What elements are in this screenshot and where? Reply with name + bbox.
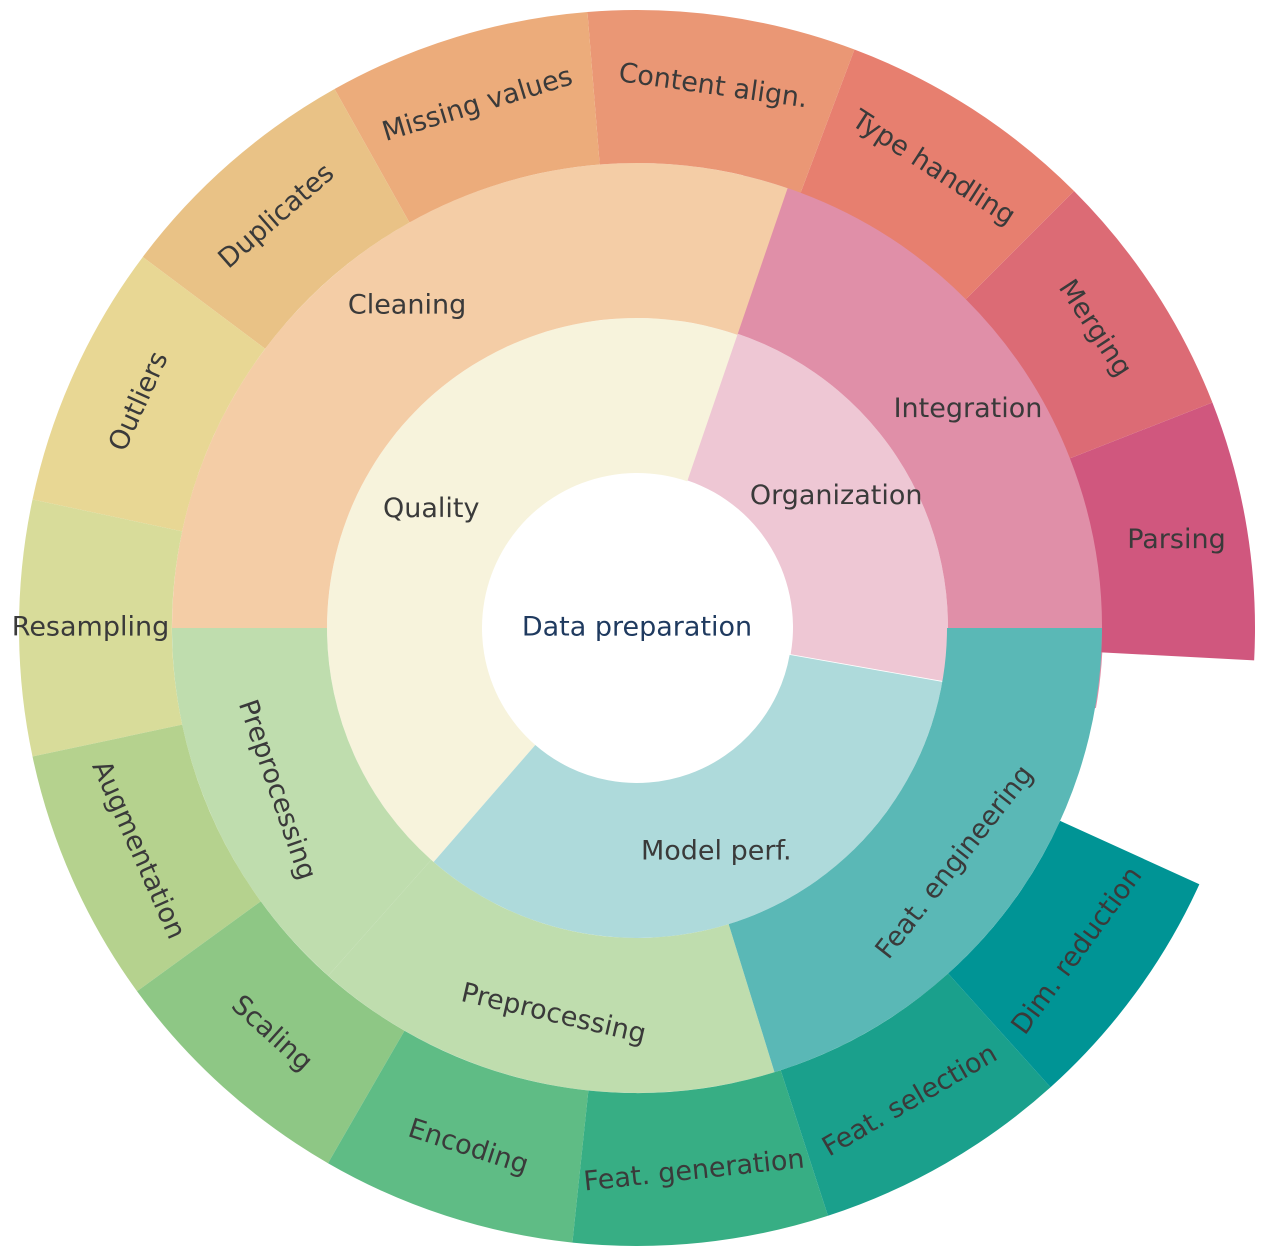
- outer-wedge-merging-1: [965, 191, 1213, 459]
- inner-wedge-model-perf-2: [433, 654, 943, 938]
- outer-wedge-feat-generation-11: [572, 1070, 828, 1246]
- outer-wedge-dim-reduction-13: [948, 820, 1200, 1088]
- middle-wedge-integration-0: [708, 174, 1104, 709]
- outer-wedge-outliers-6: [32, 256, 266, 532]
- outer-wedge-duplicates-5: [142, 89, 410, 349]
- middle-label-cleaning-1: Cleaning: [348, 290, 466, 321]
- outer-label-parsing-0: Parsing: [1127, 524, 1226, 555]
- inner-wedge-quality-1: [327, 318, 738, 862]
- middle-wedge-feat-engineering-4: [728, 628, 1102, 1073]
- outer-wedge-parsing-0: [1069, 402, 1255, 661]
- outer-wedge-content-align-3: [587, 9, 855, 193]
- outer-wedge-scaling-9: [137, 901, 405, 1164]
- inner-label-quality-1: Quality: [383, 493, 479, 524]
- outer-wedge-missing-values-4: [334, 11, 600, 223]
- outer-wedge-encoding-10: [328, 1030, 589, 1243]
- sunburst-wedges: [18, 9, 1255, 1246]
- outer-wedge-type-handling-2: [800, 49, 1074, 300]
- outer-wedge-feat-selection-12: [780, 973, 1051, 1216]
- outer-label-resampling-7: Resampling: [12, 612, 169, 643]
- outer-wedge-augmentation-8: [32, 724, 261, 992]
- middle-label-integration-0: Integration: [894, 393, 1043, 424]
- middle-wedge-preprocessing-3: [328, 859, 775, 1094]
- outer-wedge-resampling-7: [18, 499, 183, 757]
- middle-wedge-preprocessing-2: [172, 628, 432, 976]
- center-label: Data preparation: [522, 612, 752, 643]
- middle-wedge-cleaning-1: [172, 162, 788, 628]
- inner-label-model-perf-2: Model perf.: [641, 835, 792, 866]
- inner-label-organization-0: Organization: [750, 480, 923, 511]
- inner-wedge-organization-0: [673, 325, 949, 682]
